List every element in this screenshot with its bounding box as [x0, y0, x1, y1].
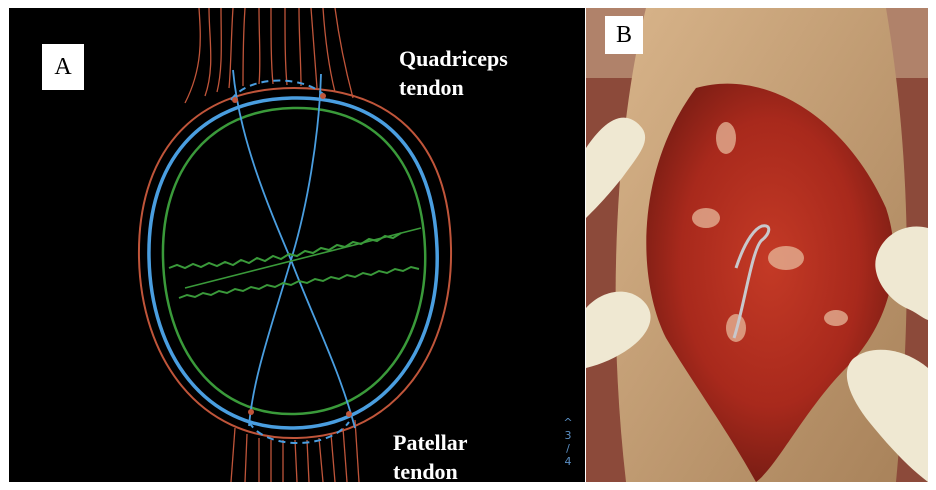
- pager-current: 3: [561, 429, 575, 442]
- caption-line: tendon: [393, 457, 468, 482]
- panel-label-a: A: [42, 44, 84, 90]
- quadriceps-tendon-caption: Quadriceps tendon: [399, 44, 508, 102]
- intraoperative-photo: [586, 8, 928, 482]
- caption-line: tendon: [399, 73, 508, 102]
- figure-eight-wire-2: [249, 74, 321, 426]
- patellar-tendon-caption: Patellar tendon: [393, 428, 468, 482]
- panel-label-b: B: [605, 16, 643, 54]
- transverse-wire-3: [185, 228, 421, 288]
- caption-line: Patellar: [393, 428, 468, 457]
- pager-total: 4: [561, 455, 575, 468]
- panel-b-photo: B: [586, 8, 928, 482]
- caption-line: Quadriceps: [399, 44, 508, 73]
- slide-pager[interactable]: ^ 3 / 4: [561, 416, 575, 468]
- panel-a-schematic: A Quadriceps tendon Patellar tendon ^ 3 …: [9, 8, 585, 482]
- pager-separator: /: [561, 442, 575, 455]
- chevron-up-icon[interactable]: ^: [561, 416, 575, 429]
